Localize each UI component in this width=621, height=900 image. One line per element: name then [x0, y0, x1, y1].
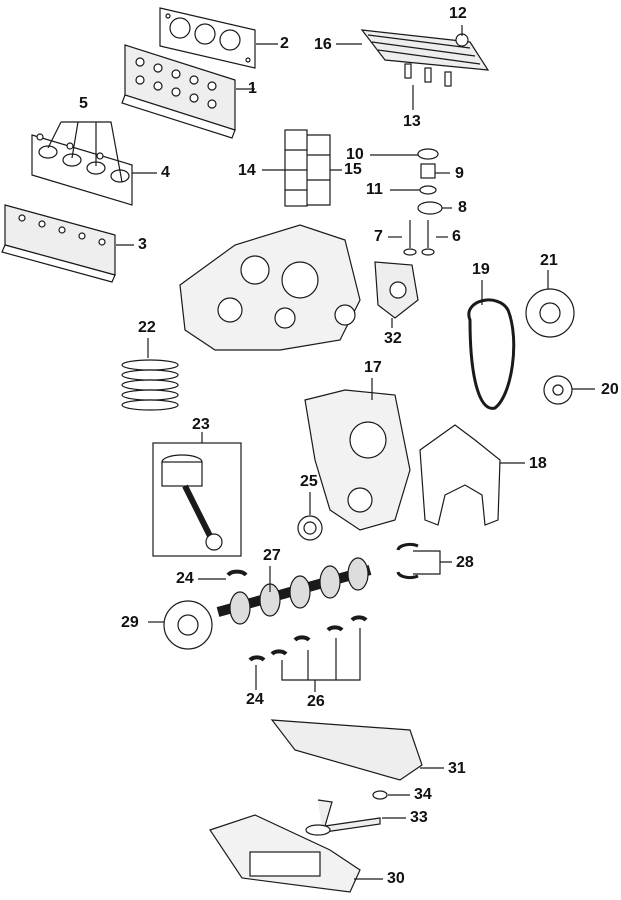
engine-block-part — [179, 224, 361, 351]
callout-23: 23 — [192, 416, 210, 433]
windage-tray-part — [270, 719, 423, 781]
callout-21: 21 — [540, 252, 558, 269]
crank-seal-part — [297, 515, 323, 541]
timing-chain-part — [467, 298, 516, 410]
callout-8: 8 — [458, 199, 467, 216]
crank-sprocket-part — [543, 375, 573, 405]
callout-14: 14 — [238, 162, 256, 179]
callout-4: 4 — [161, 164, 170, 181]
callout-34: 34 — [414, 786, 432, 803]
cam-sprocket-part — [525, 288, 575, 338]
valve-part — [403, 220, 435, 256]
crankshaft-part — [216, 557, 372, 625]
cover-gasket-part — [419, 424, 501, 526]
callout-24-top: 24 — [176, 570, 194, 587]
oil-pan-part — [209, 814, 361, 893]
ignition-coil-part — [284, 129, 308, 207]
timing-cover-part — [304, 389, 411, 531]
callout-26: 26 — [307, 693, 325, 710]
piston-box — [152, 442, 242, 557]
callout-15: 15 — [344, 161, 362, 178]
intake-manifold-part — [360, 29, 490, 71]
oil-pickup-part — [305, 799, 381, 836]
valve-cover-gasket-part — [31, 133, 133, 206]
callout-32: 32 — [384, 330, 402, 347]
callout-24-bottom: 24 — [246, 691, 264, 708]
valve-cover-part — [1, 204, 116, 283]
callout-7: 7 — [374, 228, 383, 245]
rod-bearing-part — [248, 615, 368, 662]
callout-3: 3 — [138, 236, 147, 253]
callout-13: 13 — [403, 113, 421, 130]
callout-16: 16 — [314, 36, 332, 53]
callout-1: 1 — [248, 80, 257, 97]
oil-pump-part — [374, 261, 419, 319]
callout-19: 19 — [472, 261, 490, 278]
callout-9: 9 — [455, 165, 464, 182]
callout-18: 18 — [529, 455, 547, 472]
piston-rings-part — [121, 359, 179, 411]
pickup-oring-part — [372, 790, 388, 800]
callout-12: 12 — [449, 5, 467, 22]
callout-30: 30 — [387, 870, 405, 887]
callout-25: 25 — [300, 473, 318, 490]
harmonic-damper-part — [163, 600, 213, 650]
piston-rod-part — [161, 454, 223, 551]
callout-22: 22 — [138, 319, 156, 336]
callout-11: 11 — [366, 181, 383, 198]
head-gasket-part — [159, 7, 256, 69]
main-bearing-part — [226, 569, 248, 577]
callout-20: 20 — [601, 381, 619, 398]
fuel-injector-part — [404, 63, 452, 87]
callout-28: 28 — [456, 554, 474, 571]
callout-17: 17 — [364, 359, 382, 376]
callout-31: 31 — [448, 760, 466, 777]
callout-6: 6 — [452, 228, 461, 245]
callout-10: 10 — [346, 146, 364, 163]
callout-5: 5 — [79, 95, 88, 112]
cylinder-head-part — [121, 44, 236, 139]
callout-2: 2 — [280, 35, 289, 52]
callout-29: 29 — [121, 614, 139, 631]
thermostat-part — [417, 148, 443, 215]
thrust-washer-part — [396, 542, 419, 580]
callout-33: 33 — [410, 809, 428, 826]
callout-27: 27 — [263, 547, 281, 564]
